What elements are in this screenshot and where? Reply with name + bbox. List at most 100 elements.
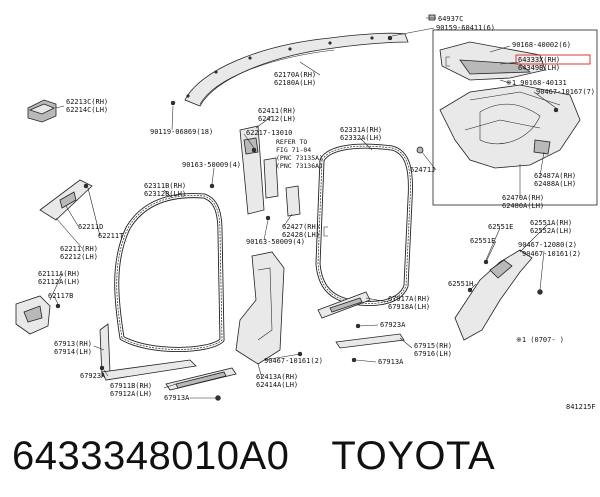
refer-note-line-2: FIG 71-04 [276,146,311,154]
roof-side-rail-garnish [184,32,409,107]
label-67918a: 67918A(LH) [388,303,430,311]
front-scuff-plate-67911b [165,367,237,391]
label-62170a: 62170A(RH) [274,71,316,79]
bracket-62213c [27,99,57,123]
label-90467a: 90467-10167(7) [536,88,595,96]
rear-quarter-trim [439,84,581,169]
label-62551e-2: 62551E [470,237,495,245]
label-62551a: 62551A(RH) [530,219,572,227]
clip-90163b [265,215,271,221]
refer-note-line-3: (PNC 73135A) [276,154,323,162]
parts-diagram: 64937C 90159-60411(6) 90168-40002(6) 643… [15,14,598,411]
clip-67913a-mid [351,357,357,363]
label-62311b: 62311B(RH) [144,182,186,190]
label-67911b: 67911B(RH) [110,382,152,390]
label-90119: 90119-06869(18) [150,128,213,136]
label-62312b: 62312B(LH) [144,190,186,198]
rear-scuff-plate-67917a [317,291,371,319]
clip-67913a-bottom [215,395,221,401]
label-62117b: 62117B [48,292,73,300]
label-62551h: 62551H [448,280,473,288]
refer-note-line-4: (PNC 73136A) [276,162,323,170]
label-67917a: 67917A(RH) [388,295,430,303]
label-64333x: 64333X(RH) [518,56,560,64]
label-67915: 67915(RH) [414,342,452,350]
label-62211: 62211(RH) [60,245,98,253]
clip-67923a-left [99,365,105,371]
label-67913a-mid: 67913A [378,358,404,366]
label-67912a: 67912A(LH) [110,390,152,398]
caption-bar: 6433348010A0 TOYOTA [12,434,495,482]
label-62332a: 62332A(LH) [340,134,382,142]
front-door-weatherstrip [114,193,225,352]
label-62488a: 62488A(LH) [534,180,576,188]
label-67914: 67914(LH) [54,348,92,356]
label-67913: 67913(RH) [54,340,92,348]
label-62427: 62427(RH) [282,223,320,231]
front-scuff-plate-67913 [99,323,197,381]
label-brackets [323,56,450,237]
cowl-side-trim [15,295,51,335]
highlighted-part-label [515,54,591,65]
label-90159: 90159-60411(6) [436,24,495,32]
clip-90467a [553,107,559,113]
label-62411: 62411(RH) [258,107,296,115]
label-64937c: 64937C [438,15,463,23]
label-62112a: 62112A(LH) [38,278,80,286]
package-tray-trim [439,41,546,81]
label-62471j: 62471J [410,166,435,174]
label-62412: 62412(LH) [258,115,296,123]
label-62211d: 62211D [78,223,103,231]
label-62552a: 62552A(LH) [530,227,572,235]
label-90467c: 90467-10161(2) [522,250,581,258]
rear-scuff-plate-67915 [335,333,405,349]
screw-90159 [387,35,393,41]
label-67923a-left: 67923A [80,372,106,380]
clip-62471j [416,146,424,154]
label-90163a: 90163-50009(4) [182,161,241,169]
label-62217: 62217-13010 [246,129,292,137]
clip-64937c [428,14,436,21]
label-62213c: 62213C(RH) [66,98,108,106]
label-62111a: 62111A(RH) [38,270,80,278]
label-67916: 67916(LH) [414,350,452,358]
label-62413a: 62413A(RH) [256,373,298,381]
label-62428: 62428(LH) [282,231,320,239]
front-pillar-garnish [39,179,93,221]
label-90168b: ※1 90168-40131 [506,79,567,87]
belt-guide-62427 [285,185,301,217]
label-62331a: 62331A(RH) [340,126,382,134]
label-67913a-bottom: 67913A [164,394,190,402]
label-90467d: 90467-10161(2) [264,357,323,365]
part-labels: 64937C 90159-60411(6) 90168-40002(6) 643… [38,15,596,411]
label-67923a-right: 67923A [380,321,406,329]
drawing-id: 841215F [566,403,596,411]
center-pillar-upper-garnish [239,125,279,215]
label-62211t: 62211T [98,232,124,240]
label-90163b: 90163-50009(4) [246,238,305,246]
date-note: ※1 (0707- ) [516,336,564,344]
label-62414a: 62414A(LH) [256,381,298,389]
label-64349b: 64349B(LH) [518,64,560,72]
part-number: 6433348010A0 [12,434,290,478]
center-pillar-lower-garnish [235,251,285,365]
clip-90467c [537,289,543,295]
inset-box [432,29,598,206]
label-62551e: 62551E [488,223,513,231]
brand-name: TOYOTA [331,434,496,478]
leader-lines [49,17,557,399]
clip-90119 [170,100,176,106]
refer-note-line-1: REFER TO [276,138,307,146]
label-62180a: 62180A(LH) [274,79,316,87]
clip-90163a [209,183,215,189]
label-62212: 62212(LH) [60,253,98,261]
label-62487a: 62487A(RH) [534,172,576,180]
label-62480a: 62480A(LH) [502,202,544,210]
quarter-pillar-lower-trim [454,249,533,341]
clip-62217 [251,147,257,153]
label-90467b: 90467-12080(2) [518,241,577,249]
label-62214c: 62214C(LH) [66,106,108,114]
clip-62117b [55,303,61,309]
label-62470a: 62470A(RH) [502,194,544,202]
rear-door-weatherstrip [315,143,413,306]
